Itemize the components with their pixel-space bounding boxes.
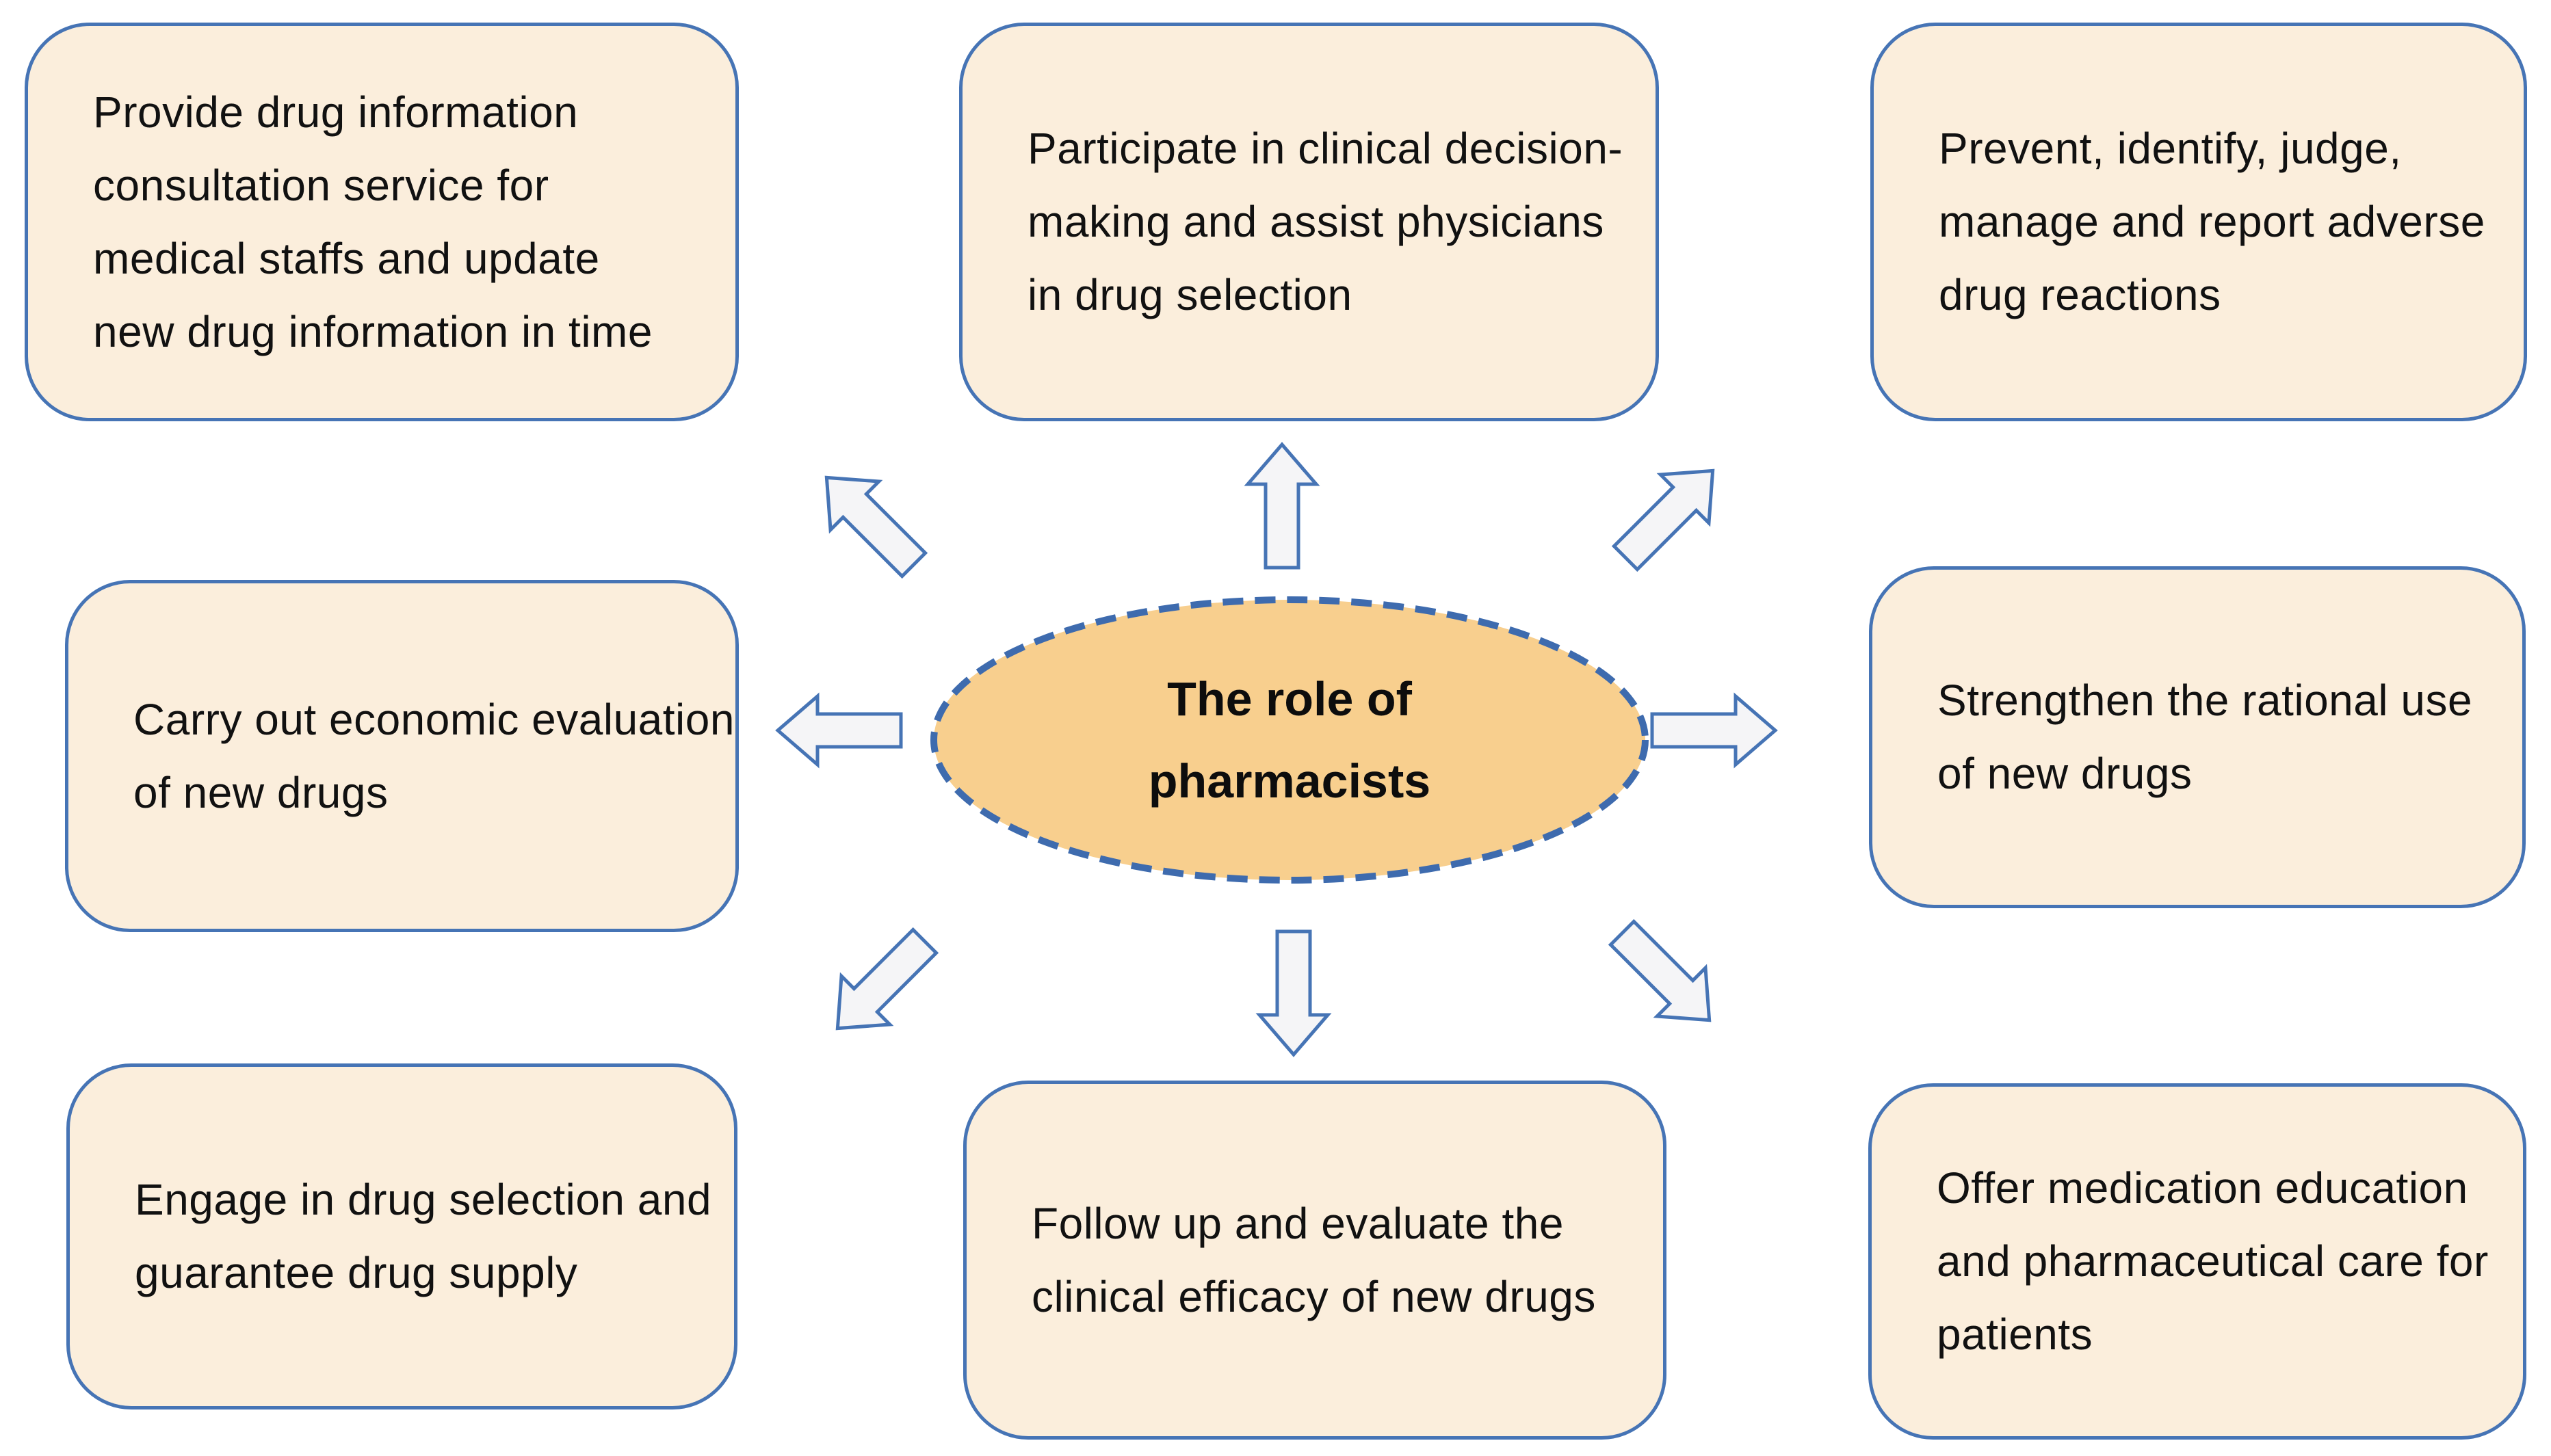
text-line: pharmacists (1148, 754, 1431, 808)
arrow-down-left-icon (835, 927, 939, 1031)
role-box-top-center: Participate in clinical decision-making … (959, 23, 1659, 421)
text-line: Prevent, identify, judge, (1939, 124, 2402, 173)
text-line: of new drugs (1937, 749, 2193, 798)
arrow-down-icon (1255, 929, 1332, 1057)
text-line: The role of (1167, 672, 1412, 726)
role-box-top-left: Provide drug information consultation ser… (25, 23, 739, 421)
arrow-right-icon (1650, 692, 1778, 769)
text-line: Follow up and evaluate the (1032, 1198, 1564, 1248)
text-line: Carry out economic evaluation (133, 694, 735, 744)
text-line: new drug information in time (93, 306, 653, 356)
role-box-bottom-left: Engage in drug selection and guarantee dr… (66, 1063, 737, 1409)
center-ellipse-label: The role of pharmacists (934, 600, 1645, 880)
text-line: Strengthen the rational use (1937, 676, 2473, 725)
text-line: Provide drug information (93, 87, 579, 137)
arrow-up-right-icon (1611, 468, 1715, 572)
text-line: consultation service for (93, 160, 549, 210)
center-ellipse (930, 596, 1649, 884)
arrow-up-icon (1244, 442, 1320, 570)
text-line: medical staffs and update (93, 233, 600, 283)
role-box-top-right: Prevent, identify, judge, manage and repo… (1870, 23, 2527, 421)
role-box-bottom-right: Offer medication education and pharmaceut… (1868, 1083, 2526, 1440)
text-line: in drug selection (1028, 270, 1352, 319)
text-line: making and assist physicians (1028, 197, 1604, 246)
role-box-bottom-center: Follow up and evaluate the clinical effic… (963, 1081, 1666, 1440)
text-line: clinical efficacy of new drugs (1032, 1271, 1596, 1321)
text-line: Offer medication education (1937, 1163, 2468, 1213)
text-line: manage and report adverse (1939, 197, 2485, 246)
role-box-middle-right: Strengthen the rational use of new drugs (1869, 566, 2526, 908)
arrow-left-icon (775, 692, 903, 769)
text-line: guarantee drug supply (135, 1248, 578, 1297)
role-box-middle-left: Carry out economic evaluation of new drug… (65, 580, 739, 932)
text-line: Participate in clinical decision- (1028, 124, 1623, 173)
text-line: patients (1937, 1310, 2093, 1359)
text-line: and pharmaceutical care for (1937, 1236, 2489, 1286)
arrow-up-left-icon (824, 475, 928, 579)
text-line: Engage in drug selection and (135, 1175, 712, 1224)
text-line: drug reactions (1939, 270, 2221, 319)
text-line: of new drugs (133, 767, 389, 817)
arrow-down-right-icon (1608, 918, 1712, 1022)
